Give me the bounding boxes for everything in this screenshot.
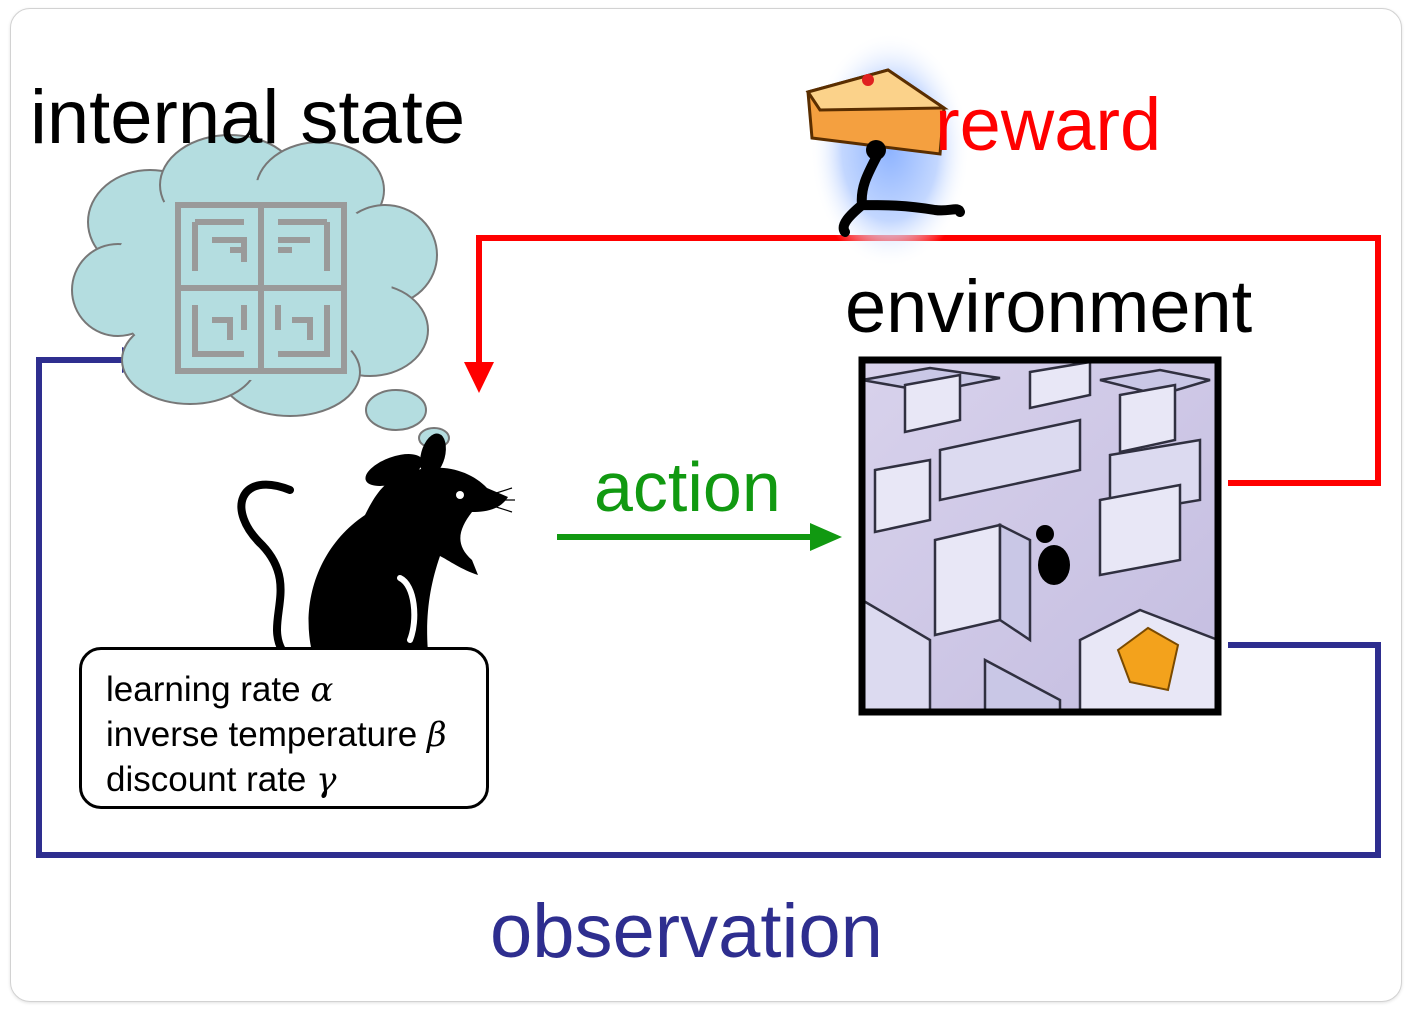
parameter-name: discount rate <box>106 760 307 799</box>
parameter-box: learning rate α inverse temperature β di… <box>79 647 489 809</box>
parameter-inverse-temperature: inverse temperature β <box>106 717 447 752</box>
parameter-discount-rate: discount rate γ <box>106 762 336 797</box>
action-label: action <box>594 448 781 526</box>
action-arrow <box>557 523 842 551</box>
internal-state-label: internal state <box>30 75 466 160</box>
runner-with-cake-icon <box>805 32 970 268</box>
maze-pattern-icon <box>175 202 347 374</box>
parameter-symbol: γ <box>316 760 337 800</box>
reward-arrow <box>464 235 1381 486</box>
maze-scene-icon <box>858 356 1222 716</box>
parameter-name: inverse temperature <box>106 715 418 754</box>
parameter-symbol: α <box>310 670 334 710</box>
reward-label: reward <box>935 83 1162 166</box>
observation-label: observation <box>490 889 883 974</box>
environment-label: environment <box>845 265 1253 348</box>
parameter-symbol: β <box>427 715 447 755</box>
parameter-learning-rate: learning rate α <box>106 672 333 707</box>
mouse-icon <box>237 433 515 666</box>
parameter-name: learning rate <box>106 670 301 709</box>
